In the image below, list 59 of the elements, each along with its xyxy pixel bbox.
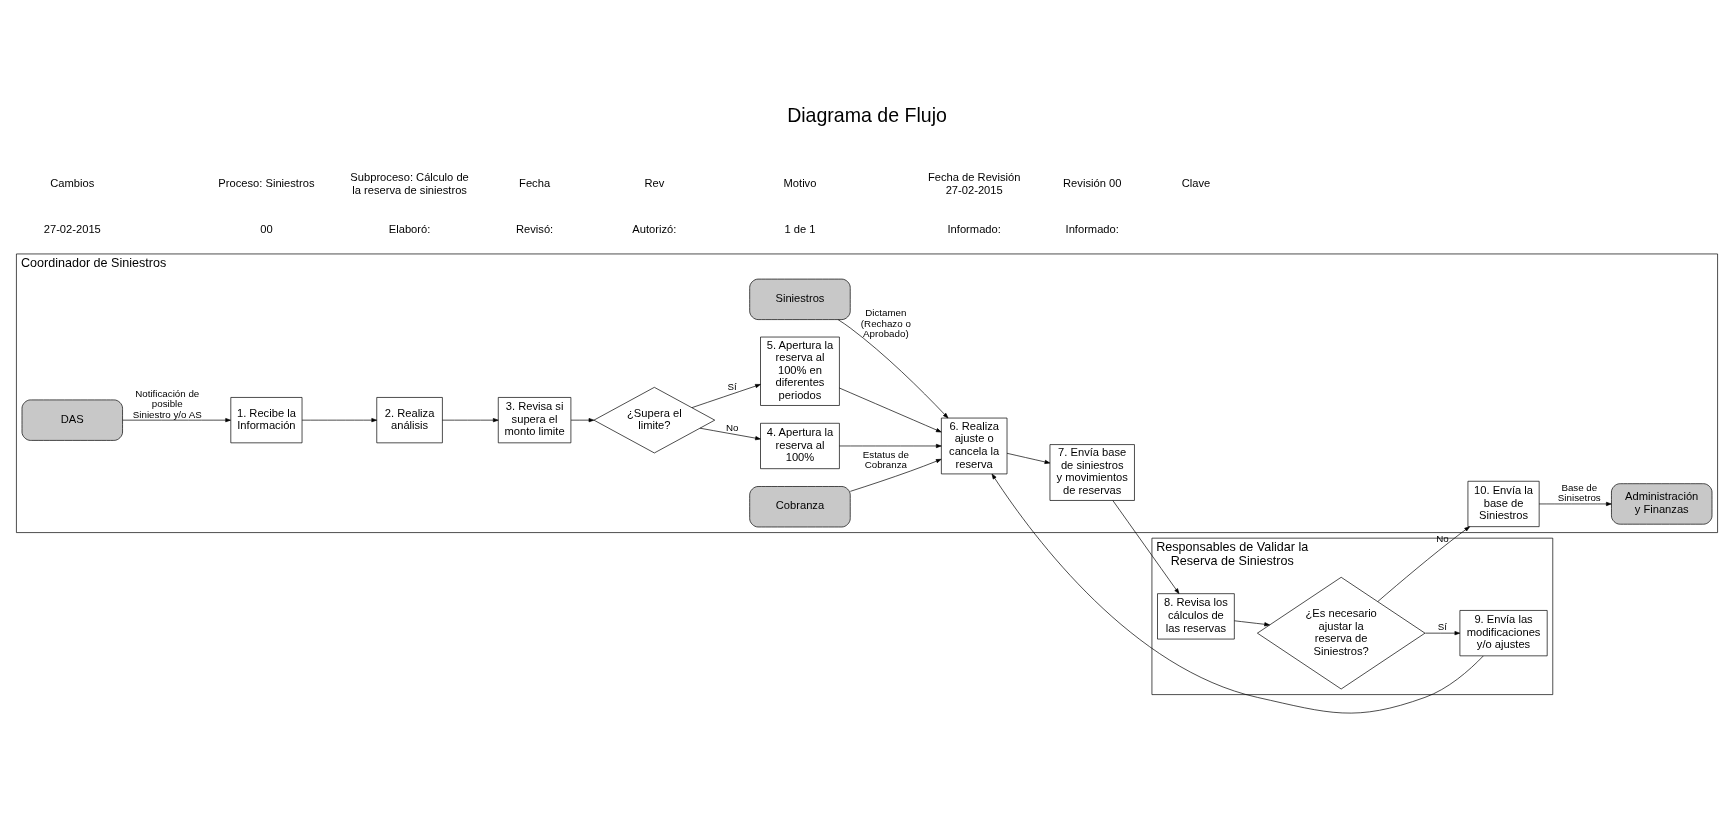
label: 27-02-2015 [43,222,101,235]
arrow [1234,620,1270,627]
node-box: 5. Apertura la reserva al 100% en diferentes periodos [760,336,840,406]
node-box: 3. Revisa si supera el monto limite [497,397,572,444]
node-box: 8. Revisa los cálculos de las reservas [1157,593,1235,640]
node-box: 6. Realiza ajuste o cancela la reserva [941,417,1008,475]
arrow [1006,452,1051,464]
label: Informado: [1065,222,1119,235]
arrow [1112,500,1180,594]
label: Fecha de Revisión 27-02-2015 [927,171,1021,196]
label: Proceso: Siniestros [218,177,315,190]
arrow [1424,631,1461,636]
label: Fecha [519,177,551,190]
node-diamond: ¿Supera el limite? [593,386,716,454]
label: Clave [1181,177,1211,190]
label: Informado: [947,222,1001,235]
arrow [699,427,761,441]
arrow [837,319,949,419]
arrow [839,387,942,433]
edge-label: Dictamen (Rechazo o Aprobado) [860,307,911,340]
edge-label: Sí [1437,621,1448,633]
label: Revisión 00 [1063,177,1122,190]
arrow [1377,526,1470,602]
label: 00 [260,222,273,235]
node-diamond: ¿Es necesario ajustar la reserva de Siniestros? [1257,576,1426,690]
node-box: 9. Envía las modificaciones y/o ajustes [1459,610,1548,657]
node-box: Cobranza [749,486,851,528]
node-box: DAS [21,399,123,441]
arrow [691,384,761,408]
edge-label: No [1436,532,1449,544]
arrow [991,473,1484,714]
node-box: 1. Recibe la Información [230,397,303,444]
label: Rev [644,177,665,190]
node-box: Siniestros [749,278,851,320]
label: Motivo [783,177,817,190]
label: Elaboró: [388,222,431,235]
edge-label: No [725,421,739,433]
label: 1 de 1 [784,222,816,235]
edge-label: Estatus de Cobranza [862,449,909,471]
arrow [570,418,595,423]
arrow [122,418,231,423]
arrow [301,418,378,423]
label: Subproceso: Cálculo de la reserva de siniestros [350,171,469,196]
node-box: Administración y Finanzas [1611,483,1713,525]
arrow [1538,501,1612,506]
node-box: 4. Apertura la reserva al 100% [760,422,840,470]
diagram-title: Diagrama de Flujo [787,104,947,127]
edge-label: Base de Sinisetros [1557,481,1601,504]
arrow [839,443,942,449]
node-box: 7. Envía base de siniestros y movimientos de reservas [1049,444,1135,501]
label: Autorizó: [632,222,677,235]
edge-label: Sí [727,381,737,393]
edge-label: Notificación de posible Siniestro y/o AS [132,387,202,420]
label: Cambios [50,177,95,190]
node-box: 2. Realiza análisis [376,397,443,444]
label: Revisó: [515,222,554,235]
arrow [849,458,942,492]
arrow [442,418,499,423]
node-box: 10. Envía la base de Siniestros [1467,480,1540,527]
